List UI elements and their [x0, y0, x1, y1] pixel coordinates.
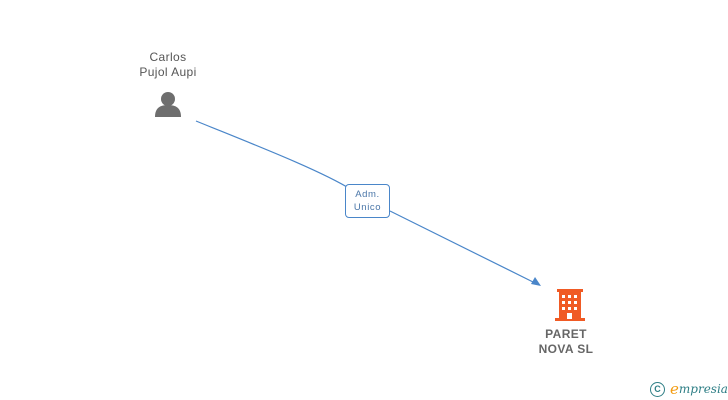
relation-label[interactable]: Adm. Unico: [345, 184, 390, 218]
building-icon[interactable]: [555, 289, 585, 321]
company-name[interactable]: PARET NOVA SL: [516, 327, 616, 357]
copyright-icon: C: [650, 381, 665, 397]
person-icon[interactable]: [155, 92, 181, 117]
brand-initial: e: [670, 380, 679, 398]
arrowhead-icon: [531, 277, 541, 286]
company-name-line2: NOVA SL: [538, 342, 594, 356]
building-windows: [562, 295, 577, 319]
brand-name: mpresia: [678, 382, 728, 396]
person-name-line2: Pujol Aupi: [139, 65, 197, 79]
company-name-line1: PARET: [545, 327, 587, 341]
relation-line2: Unico: [353, 202, 382, 213]
relation-line1: Adm.: [355, 189, 380, 200]
person-name-line1: Carlos: [149, 50, 187, 64]
person-name[interactable]: Carlos Pujol Aupi: [118, 50, 218, 80]
relationship-connector: [195, 120, 536, 284]
empresia-watermark: C e mpresia: [650, 380, 728, 398]
